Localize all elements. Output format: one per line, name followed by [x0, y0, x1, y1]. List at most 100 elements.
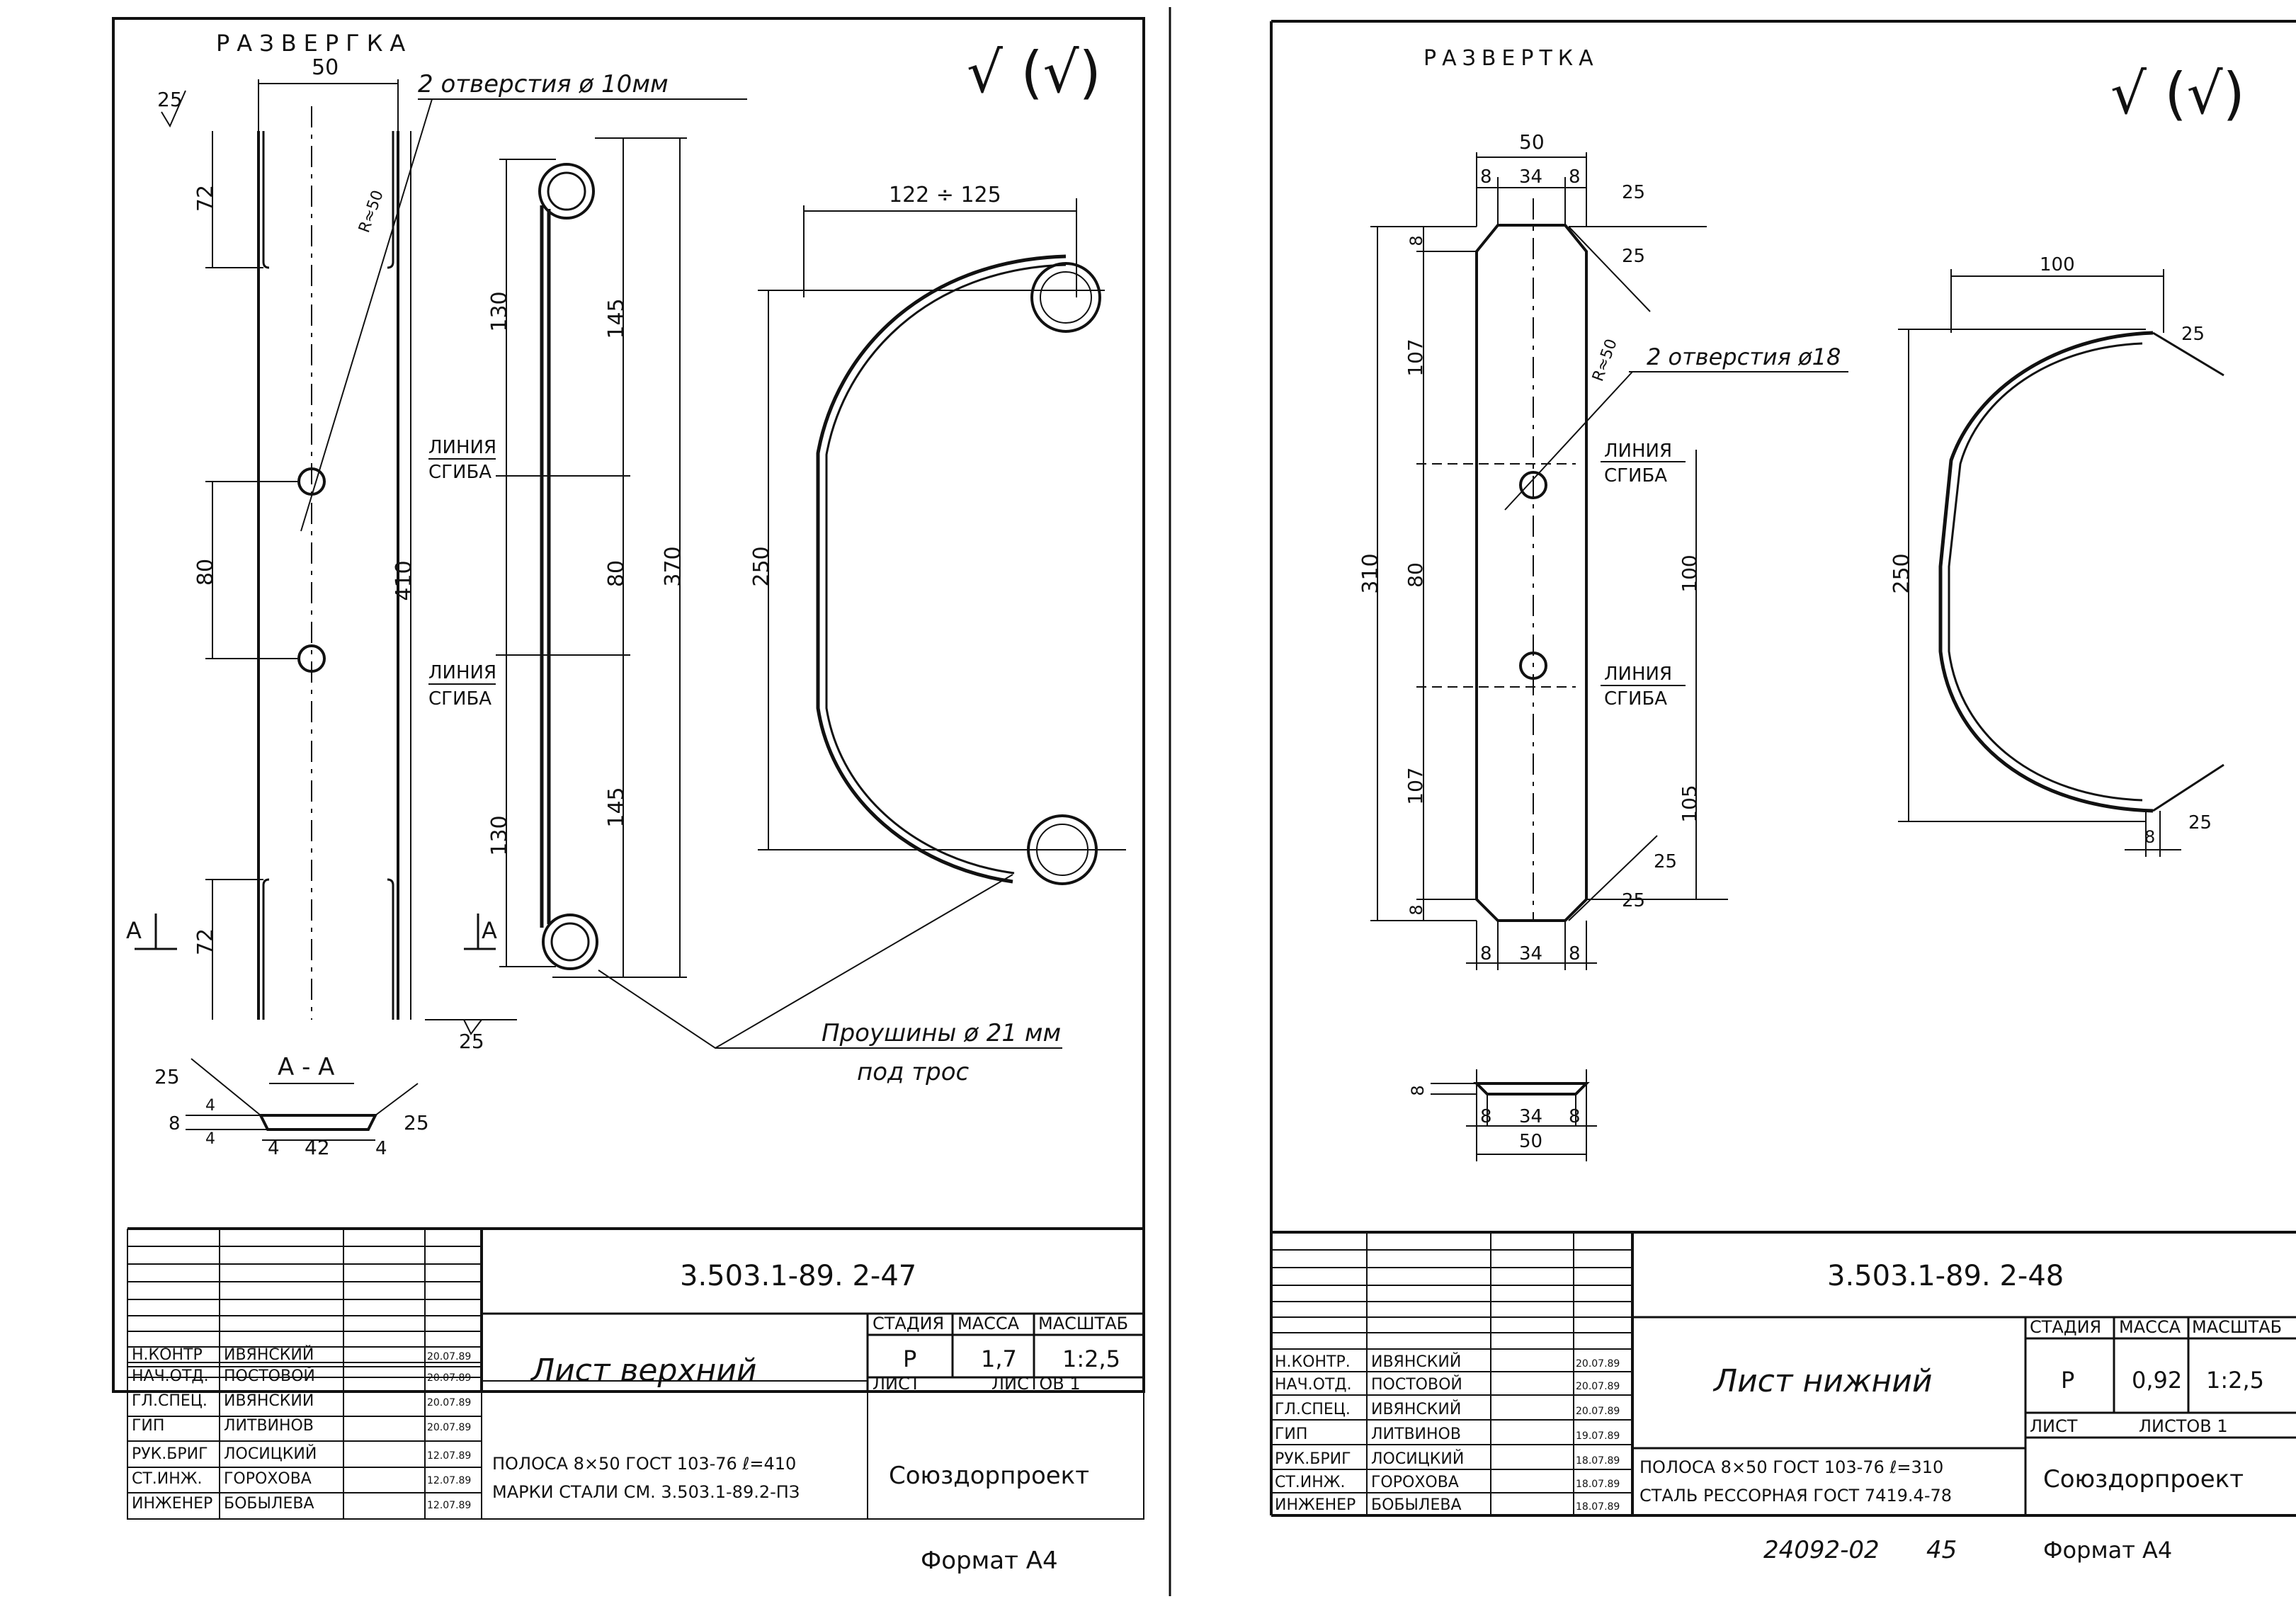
row-name: ПОСТОВОЙ: [224, 1367, 315, 1385]
dim-bottom-72: 72: [193, 928, 218, 955]
scale-header: МАСШТАБ: [1038, 1314, 1128, 1333]
mass-header: МАССА: [2119, 1317, 2181, 1337]
row-name: ЛИТВИНОВ: [1371, 1426, 1461, 1443]
dim-bend-145-top: 145: [604, 298, 629, 338]
sec-dim-50: 50: [1519, 1131, 1542, 1152]
strip-development-2: 50 8 34 8 8 34 8 310 8 107 80 107 8 100 …: [1358, 130, 1848, 970]
doc-name: Лист верхний: [530, 1353, 756, 1389]
dim-w-34: 34: [1519, 166, 1542, 188]
row-role: Н.КОНТР: [132, 1346, 203, 1364]
mass-value: 0,92: [2132, 1367, 2182, 1394]
dim-width-50: 50: [1519, 130, 1545, 154]
row-role: НАЧ.ОТД.: [1275, 1376, 1352, 1394]
material-line-1: ПОЛОСА 8×50 ГОСТ 103-76 ℓ=410: [492, 1454, 796, 1474]
row-date: 20.07.89: [1576, 1406, 1620, 1417]
sec-dim-4-bottom: 4: [205, 1130, 215, 1148]
eyes-note-2: под трос: [857, 1058, 970, 1086]
sec-dim-42: 42: [305, 1136, 330, 1159]
row-role: ГЛ.СПЕЦ.: [132, 1392, 208, 1410]
bend-line-top-2: СГИБА: [1604, 465, 1667, 486]
row-role: ГИП: [1275, 1426, 1307, 1443]
holes-note: 2 отверстия ø 10мм: [418, 70, 669, 98]
dim-top-8: 8: [1406, 235, 1426, 246]
material-line-2: МАРКИ СТАЛИ СМ. 3.503.1-89.2-ПЗ: [492, 1482, 800, 1502]
dim-bend-145-bottom: 145: [604, 787, 629, 827]
section-a-a: А - А 4 42 4 8 4 4 25 25: [154, 1053, 429, 1159]
dim-right-105: 105: [1678, 785, 1701, 822]
row-date: 12.07.89: [427, 1500, 471, 1511]
bend-line-top-2: СГИБА: [428, 462, 491, 483]
roughness-25-1: 25: [1622, 182, 1645, 203]
sec-dim-4-top: 4: [205, 1097, 215, 1115]
surface-finish-mark: √ (√): [967, 40, 1101, 106]
dim-top-107: 107: [1404, 338, 1427, 376]
roughness-25-2: 25: [1622, 246, 1645, 267]
roughness-25-3: 25: [1654, 851, 1677, 872]
sheet-2: РАЗВЕРТКА √ (√) 50 8 34 8 8 34 8 310 8 1…: [1270, 20, 2296, 1564]
material-line-2: СТАЛЬ РЕССОРНАЯ ГОСТ 7419.4-78: [1639, 1486, 1952, 1506]
radius-label: R≈50: [356, 188, 387, 236]
sheet-label: ЛИСТ: [873, 1374, 921, 1394]
dim-bottom-w-8-left: 8: [1480, 943, 1492, 964]
section-mark-right: А: [482, 917, 497, 944]
dim-arc-250: 250: [1889, 553, 1914, 593]
roughness-25-4: 25: [1622, 890, 1645, 911]
dim-bottom-8: 8: [1406, 904, 1426, 915]
dim-width-50: 50: [312, 55, 339, 80]
stage-header: СТАДИЯ: [2030, 1317, 2101, 1337]
signature-rows: Н.КОНТР ИВЯНСКИЙ 20.07.89 НАЧ.ОТД. ПОСТО…: [132, 1345, 471, 1513]
dim-arc-range: 122 ÷ 125: [889, 183, 1001, 207]
stage-value: Р: [2061, 1367, 2074, 1394]
format-label: Формат А4: [2043, 1537, 2172, 1564]
dim-right-100: 100: [1678, 554, 1701, 592]
dim-bend-370: 370: [661, 546, 686, 586]
radius-label: R≈50: [1589, 337, 1621, 385]
sec-dim-34: 34: [1519, 1106, 1542, 1127]
doc-code: 3.503.1-89. 2-48: [1827, 1260, 2064, 1292]
section-title: А - А: [278, 1053, 334, 1081]
holes-note: 2 отверстия ø18: [1647, 343, 1841, 370]
row-name: ГОРОХОВА: [1371, 1474, 1459, 1491]
row-role: Н.КОНТР.: [1275, 1353, 1351, 1371]
row-name: ЛИТВИНОВ: [224, 1417, 314, 1435]
row-role: РУК.БРИГ: [132, 1445, 208, 1463]
row-date: 18.07.89: [1576, 1455, 1620, 1467]
stage-value: Р: [903, 1345, 916, 1372]
arc-profile: 122 ÷ 125 250: [749, 183, 1126, 885]
mass-header: МАССА: [957, 1314, 1020, 1333]
dim-bend-130-bottom: 130: [487, 815, 512, 855]
signature-rows-2: Н.КОНТР. ИВЯНСКИЙ 20.07.89 НАЧ.ОТД. ПОСТ…: [1275, 1353, 1620, 1514]
row-name: ИВЯНСКИЙ: [1371, 1353, 1461, 1371]
row-date: 20.07.89: [427, 1351, 471, 1362]
dim-total-410: 410: [392, 560, 416, 601]
row-date: 20.07.89: [1576, 1381, 1620, 1392]
row-name: ИВЯНСКИЙ: [224, 1392, 314, 1410]
sec-dim-8: 8: [169, 1113, 181, 1134]
razvertka-label: РАЗВЕРТКА: [1423, 46, 1599, 71]
dim-bottom-w-8-right: 8: [1569, 943, 1581, 964]
bend-line-bottom-2: СГИБА: [428, 688, 491, 710]
org-name: Союздорпроект: [2043, 1465, 2244, 1493]
format-label: Формат А4: [921, 1547, 1058, 1575]
bent-profile: 130 145 80 370 145 130 ЛИНИЯ СГИБА ЛИНИЯ…: [428, 137, 687, 978]
dim-bottom-w-34: 34: [1519, 943, 1542, 964]
scale-value: 1:2,5: [2206, 1367, 2264, 1394]
sheet-1: РАЗВЕРГКА √ (√) 50 72 80 72 410 R≈50 25 …: [112, 7, 1171, 1596]
dim-bend-80: 80: [604, 560, 629, 587]
row-name: ИВЯНСКИЙ: [224, 1345, 314, 1364]
row-role: СТ.ИНЖ.: [1275, 1474, 1345, 1491]
dim-bend-130-top: 130: [487, 291, 512, 331]
row-role: ГИП: [132, 1417, 164, 1435]
sec-dim-4-right: 4: [375, 1138, 387, 1159]
material-line-1: ПОЛОСА 8×50 ГОСТ 103-76 ℓ=310: [1639, 1457, 1943, 1477]
row-name: ЛОСИЦКИЙ: [224, 1445, 317, 1463]
row-date: 19.07.89: [1576, 1430, 1620, 1442]
strip-development: 50 72 80 72 410 R≈50 25 25 А: [126, 55, 517, 1053]
scale-header: МАСШТАБ: [2192, 1317, 2282, 1337]
bend-line-bottom-2: СГИБА: [1604, 688, 1667, 710]
sheet-label: ЛИСТ: [2030, 1416, 2078, 1436]
bend-line-bottom-1: ЛИНИЯ: [1604, 664, 1672, 685]
row-role: ГЛ.СПЕЦ.: [1275, 1401, 1351, 1418]
section-small-2: 8 8 34 8 50: [1408, 1069, 1597, 1161]
row-date: 18.07.89: [1576, 1501, 1620, 1513]
